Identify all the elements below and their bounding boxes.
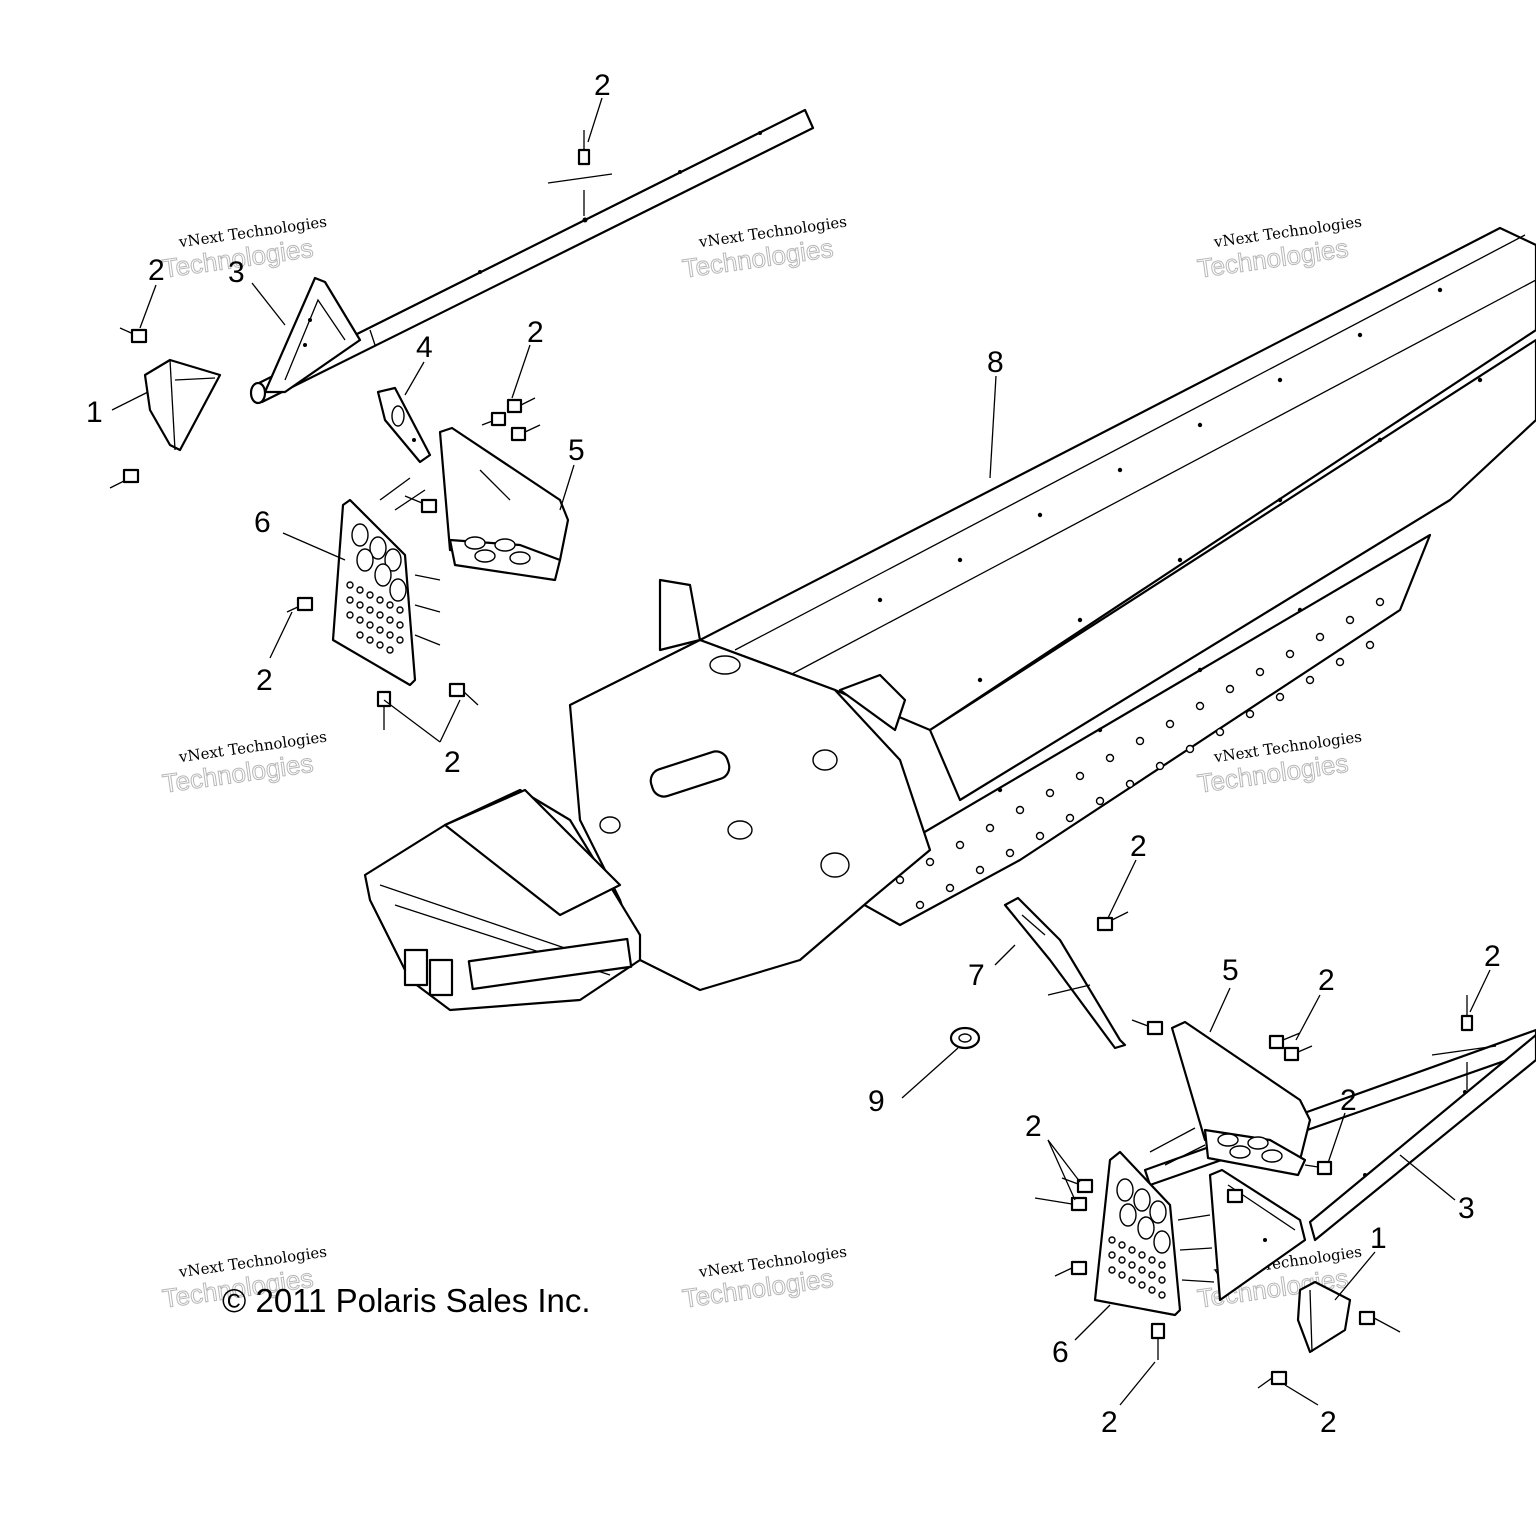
callout-2: 2: [594, 69, 611, 102]
rivet-left-c-icon: [481, 397, 541, 442]
gusset-left: [143, 358, 222, 452]
callout-6: 6: [254, 506, 271, 539]
callout-8: 8: [987, 346, 1004, 379]
rivet-mid-icon: [1096, 911, 1129, 932]
callout-7: 7: [968, 959, 985, 992]
callout-6: 6: [1052, 1336, 1069, 1369]
running-board-perforations: [895, 597, 1385, 910]
callout-3: 3: [1458, 1192, 1475, 1225]
bracket-triangle-right: [1208, 1168, 1307, 1302]
callout-9: 9: [868, 1085, 885, 1118]
callout-2: 2: [527, 316, 544, 349]
watermark-mid-right: vNext Technologies Technologies: [1195, 728, 1363, 800]
rivet-right-a-icon: [1131, 1019, 1333, 1176]
gusset-right: [1296, 1280, 1352, 1354]
callout-5: 5: [1222, 954, 1239, 987]
callout-3: 3: [228, 256, 245, 289]
perforated-panel-left: [331, 477, 441, 687]
rivet-panel-left-icon: [286, 495, 479, 730]
grommet-part-9: [949, 1026, 981, 1050]
tunnel-chassis: [363, 226, 1536, 1012]
plate-part-4: [376, 386, 432, 464]
callout-2: 2: [1101, 1406, 1118, 1439]
rail-bar-left: [249, 108, 815, 405]
watermark-top-right: vNext Technologies Technologies: [1195, 213, 1363, 285]
rivet-panel-right-icon: [1034, 1177, 1166, 1360]
bracket-triangle-left: [263, 276, 362, 394]
watermark-mid-left: vNext Technologies Technologies: [160, 728, 328, 800]
bolt-top-icon: [547, 130, 613, 216]
leader-lines: [111, 97, 1491, 1406]
callout-1: 1: [1370, 1222, 1387, 1255]
deck-rivets: [877, 287, 1483, 793]
bolt-right-icon: [1431, 995, 1497, 1090]
callout-4: 4: [416, 331, 433, 364]
callout-5: 5: [568, 434, 585, 467]
strap-part-7: [1003, 896, 1127, 1050]
callout-2: 2: [1484, 940, 1501, 973]
perforated-panel-right: [1093, 1127, 1215, 1317]
callout-2: 2: [1320, 1406, 1337, 1439]
callout-2: 2: [444, 746, 461, 779]
callout-1: 1: [86, 396, 103, 429]
callout-2: 2: [148, 254, 165, 287]
callout-labels: 2 3 2 1 4 2 5 6 8 2 2 2 7 5 2 2 9 2 2 3 …: [86, 69, 1501, 1439]
rivet-left-b-icon: [109, 468, 140, 489]
callout-2: 2: [1130, 830, 1147, 863]
rivet-left-a-icon: [119, 327, 148, 344]
step-bracket-left: [438, 426, 570, 582]
callout-2: 2: [1340, 1084, 1357, 1117]
watermark-bottom-center: vNext Technologies Technologies: [680, 1243, 848, 1315]
callout-2: 2: [256, 664, 273, 697]
callout-2: 2: [1025, 1110, 1042, 1143]
watermark-top-center: vNext Technologies Technologies: [680, 213, 848, 285]
rivet-right-b-icon: [1257, 1310, 1401, 1389]
watermark-top-left: vNext Technologies Technologies: [160, 213, 328, 285]
callout-2: 2: [1318, 964, 1335, 997]
copyright-text: © 2011 Polaris Sales Inc.: [222, 1282, 591, 1319]
step-bracket-right: [1170, 1020, 1312, 1177]
